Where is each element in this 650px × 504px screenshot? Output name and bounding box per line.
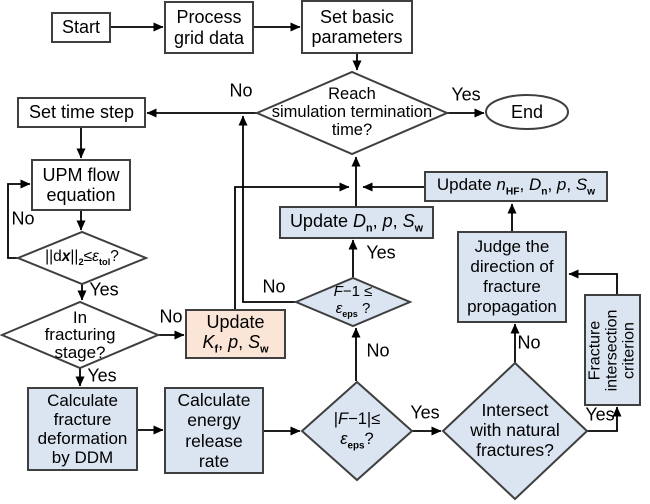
f1-abs-diamond-label: |F−1|≤ εeps?: [333, 410, 381, 452]
end-node-label: End: [510, 101, 544, 122]
upm-node-shape: [31, 159, 131, 211]
calc-energy-node-shape: [164, 387, 264, 474]
set-basic-node-label: Set basic parameters: [311, 6, 403, 47]
process-grid-node-shape: [164, 1, 254, 54]
edge-label-no-dxcheck-upm: No: [11, 208, 35, 229]
connector-updatekf-merge: [234, 182, 350, 310]
criterion-node-label: Fracture intersection criterion: [586, 309, 637, 391]
dx-check-diamond-label: ||dx||2≤εtol?: [45, 248, 119, 268]
end-node-shape: [485, 94, 569, 130]
connectors: [7, 22, 622, 436]
calc-ddm-node-shape: [27, 387, 138, 471]
upm-node-label: UPM flow equation: [42, 164, 120, 205]
intersect-diamond-shape: [441, 361, 589, 501]
update-nhf-node-label: Update nHF, Dn, p, Sw: [436, 175, 596, 198]
edge-label-yes-termination-end: Yes: [451, 84, 481, 105]
set-time-node-label: Set time step: [28, 102, 135, 123]
edge-label-yes-f1abs-intersect: Yes: [410, 402, 440, 423]
update-dn-node-label: Update Dn, p, Sw: [289, 210, 424, 235]
judge-node-label: Judge the direction of fracture propagat…: [467, 236, 557, 317]
update-kf-node-shape: [185, 309, 286, 359]
update-nhf-node-shape: [424, 171, 608, 202]
edge-label-no-termination-settime: No: [229, 80, 253, 101]
f1-upper-diamond-shape: [293, 276, 413, 328]
dx-check-diamond-shape: [15, 230, 149, 286]
set-time-node-shape: [17, 97, 146, 128]
criterion-node-label-wrap: Fracture intersection criterion: [585, 295, 640, 405]
calc-ddm-node-label: Calculate fracture deformation by DDM: [37, 390, 128, 468]
update-kf-node-label: Update Kf, p, Sw: [202, 311, 269, 356]
connector-intersect-criterion-yes: [587, 406, 622, 432]
edge-label-yes-fracturing-ddm: Yes: [87, 365, 117, 386]
start-node-label: Start: [61, 17, 100, 38]
edge-label-no-intersect-judge: No: [517, 332, 541, 353]
start-node-shape: [51, 12, 111, 43]
termination-diamond-shape: [254, 70, 450, 156]
termination-diamond-label: Reach simulation termination time?: [271, 85, 433, 139]
connector-f1upper-settime-no: [238, 115, 296, 303]
judge-node-shape: [457, 231, 567, 323]
process-grid-node-label: Process grid data: [173, 7, 245, 48]
fracturing-diamond-shape: [0, 300, 161, 370]
connector-criterion-judge: [568, 269, 618, 295]
edge-label-yes-dxcheck-fracturing: Yes: [89, 279, 119, 300]
connector-dxcheck-upm-no-loop: [7, 179, 31, 259]
set-basic-node-shape: [301, 0, 413, 54]
edge-label-no-fracturing-updatekf: No: [159, 306, 183, 327]
fracturing-diamond-label: In fracturing stage?: [44, 308, 116, 362]
f1-abs-diamond-shape: [300, 380, 414, 482]
edge-label-no-f1upper-settime: No: [262, 276, 286, 297]
edge-label-yes-intersect-criterion: Yes: [585, 404, 615, 425]
edge-label-yes-f1upper-updatedn: Yes: [366, 242, 396, 263]
criterion-node-shape: [584, 294, 641, 406]
update-dn-node-shape: [279, 206, 434, 239]
f1-upper-diamond-label: F−1 ≤ εeps ?: [333, 283, 373, 319]
edge-label-no-f1abs-f1upper: No: [366, 340, 390, 361]
calc-energy-node-label: Calculate energy release rate: [177, 390, 251, 471]
intersect-diamond-label: Intersect with natural fractures?: [470, 400, 560, 460]
